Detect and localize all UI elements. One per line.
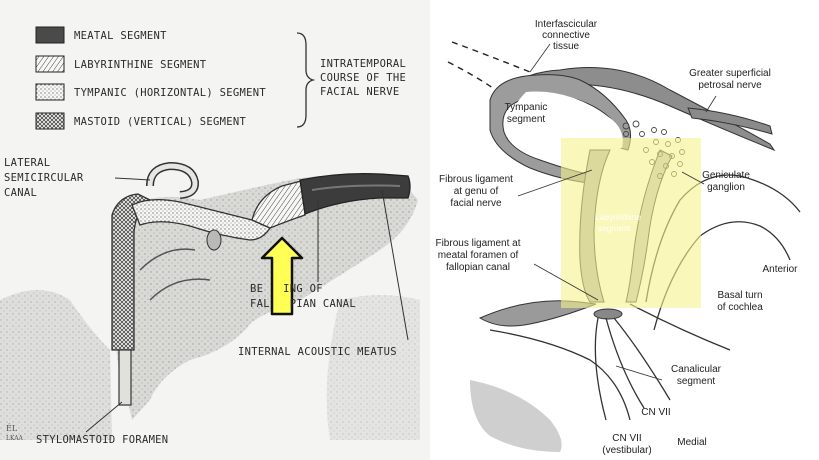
meatal-foramen xyxy=(594,309,622,319)
legend-label-mastoid: MASTOID (VERTICAL) SEGMENT xyxy=(74,116,247,128)
right-illustration: Interfascicular connective tissue Greate… xyxy=(430,0,819,460)
brace-label-line1: INTRATEMPORAL xyxy=(320,58,406,70)
geniculate-knob xyxy=(207,230,221,250)
leader-canalicular xyxy=(616,366,662,380)
signature-line2: LKAA xyxy=(6,435,24,442)
legend-label-labyrinthine: LABYRINTHINE SEGMENT xyxy=(74,59,207,71)
brace-label-line2: COURSE OF THE xyxy=(320,72,406,84)
label-cn7: CN VII xyxy=(641,407,670,418)
label-fibrous-meatal-2: meatal foramen of xyxy=(438,250,519,261)
label-fibrous-genu-3: facial nerve xyxy=(450,198,502,209)
labyrinthine-highlight-box xyxy=(561,138,701,308)
label-lateral-line2: SEMICIRCULAR xyxy=(4,172,84,184)
semicircular-canal-inner xyxy=(150,166,195,195)
label-petrosal-1: Greater superficial xyxy=(689,68,771,79)
label-internal-meatus: INTERNAL ACOUSTIC MEATUS xyxy=(238,346,397,358)
stylomastoid-stem xyxy=(119,350,131,405)
label-lateral-line1: LATERAL xyxy=(4,157,50,169)
label-interfascicular-3: tissue xyxy=(553,41,580,52)
label-medial: Medial xyxy=(677,437,706,448)
label-canalicular-1: Canalicular xyxy=(671,364,722,375)
label-basal-turn-2: of cochlea xyxy=(717,302,763,313)
canalicular-curve xyxy=(630,304,730,350)
legend-brace xyxy=(297,33,313,127)
label-geniculate-2: ganglion xyxy=(707,182,745,193)
legend-swatch-meatal xyxy=(36,27,64,43)
leader-lateral-canal xyxy=(115,178,150,180)
legend-label-meatal: MEATAL SEGMENT xyxy=(74,30,167,42)
cn7-strand-c xyxy=(614,318,670,400)
leader-interfascicular xyxy=(530,44,550,72)
label-tympanic-2: segment xyxy=(507,114,546,125)
labyrinthine-segment-diagram: Interfascicular connective tissue Greate… xyxy=(430,0,819,460)
label-interfascicular-2: connective xyxy=(542,30,590,41)
label-interfascicular-1: Interfascicular xyxy=(535,19,598,30)
dashed-line-upper xyxy=(452,42,530,72)
label-cn7-vestibular-1: CN VII xyxy=(612,433,641,444)
label-labyrinthine-1: Labyrinthine xyxy=(595,212,642,222)
label-geniculate-1: Geniculate xyxy=(702,170,750,181)
label-fibrous-meatal-1: Fibrous ligament at xyxy=(435,238,520,249)
legend-label-tympanic: TYMPANIC (HORIZONTAL) SEGMENT xyxy=(74,87,266,99)
label-fallopian-line2: FAL PIAN CANAL xyxy=(250,298,356,310)
legend-swatch-labyrinthine xyxy=(36,56,64,72)
label-fibrous-meatal-3: fallopian canal xyxy=(446,262,510,273)
label-basal-turn-1: Basal turn xyxy=(717,290,762,301)
label-lateral-line3: CANAL xyxy=(4,187,37,199)
label-cn7-vestibular-2: (vestibular) xyxy=(602,445,651,456)
legend-swatch-mastoid xyxy=(36,113,64,129)
leader-petrosal xyxy=(706,96,716,112)
left-illustration: MEATAL SEGMENT LABYRINTHINE SEGMENT TYMP… xyxy=(0,0,430,460)
label-fibrous-genu-1: Fibrous ligament xyxy=(439,174,513,185)
label-labyrinthine-2: segment xyxy=(598,223,631,233)
label-fibrous-genu-2: at genu of xyxy=(454,186,499,197)
legend-swatch-tympanic xyxy=(36,84,64,100)
label-canalicular-2: segment xyxy=(677,376,716,387)
petrous-bone-shading xyxy=(327,295,420,440)
mastoid-bone-shading xyxy=(0,290,112,440)
brace-label-line3: FACIAL NERVE xyxy=(320,86,399,98)
label-fallopian-line1: BE ING OF xyxy=(250,283,323,295)
facial-nerve-course-drawing: MEATAL SEGMENT LABYRINTHINE SEGMENT TYMP… xyxy=(0,0,430,460)
label-anterior: Anterior xyxy=(762,264,798,275)
vestibular-region-shading xyxy=(470,380,562,452)
label-tympanic-1: Tympanic xyxy=(505,102,548,113)
signature-line1: ÉL xyxy=(6,424,18,433)
label-petrosal-2: petrosal nerve xyxy=(698,80,762,91)
label-stylomastoid: STYLOMASTOID FORAMEN xyxy=(36,434,168,446)
